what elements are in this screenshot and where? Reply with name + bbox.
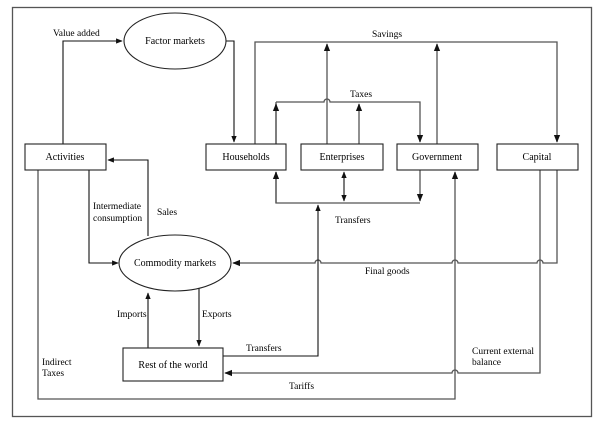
label-imports: Imports bbox=[117, 310, 147, 320]
enterprises-node[interactable] bbox=[300, 143, 384, 171]
label-sales: Sales bbox=[157, 208, 177, 218]
edge-factor-to-households bbox=[225, 40, 237, 143]
factor-markets-label: Factor markets bbox=[145, 36, 205, 47]
government-node[interactable] bbox=[396, 143, 479, 171]
edge-transfers-domestic bbox=[275, 172, 420, 204]
capital-node[interactable] bbox=[496, 143, 579, 171]
outer-frame bbox=[11, 6, 593, 418]
label-indirect-2: Taxes bbox=[42, 369, 64, 379]
households-label: Households bbox=[222, 152, 269, 163]
edge-value-added bbox=[62, 38, 123, 144]
label-transfers-row: Transfers bbox=[246, 343, 282, 354]
label-value-added: Value added bbox=[53, 29, 100, 39]
households-node[interactable] bbox=[205, 143, 287, 171]
label-current-2: balance bbox=[472, 358, 501, 368]
edge-capital-current-balance bbox=[224, 170, 541, 377]
edge-transfers-row bbox=[223, 204, 321, 357]
activities-node[interactable] bbox=[24, 143, 107, 171]
commodity-markets-node[interactable] bbox=[118, 234, 232, 292]
label-intermediate-2: consumption bbox=[93, 214, 142, 224]
label-savings: Savings bbox=[372, 30, 402, 40]
activities-label: Activities bbox=[46, 152, 85, 163]
government-label: Government bbox=[412, 152, 462, 163]
edge-indirect-taxes-tariffs bbox=[37, 170, 459, 400]
label-current-1: Current external bbox=[472, 347, 534, 357]
factor-markets-node[interactable] bbox=[123, 12, 227, 70]
edge-sales bbox=[107, 157, 149, 236]
rest-of-world-node[interactable] bbox=[122, 347, 224, 382]
label-taxes: Taxes bbox=[350, 90, 372, 100]
label-indirect-1: Indirect bbox=[42, 358, 72, 368]
capital-label: Capital bbox=[523, 152, 552, 163]
label-intermediate-1: Intermediate bbox=[93, 202, 141, 212]
edge-taxes bbox=[275, 98, 420, 144]
commodity-markets-label: Commodity markets bbox=[134, 258, 216, 269]
label-final-goods: Final goods bbox=[365, 267, 410, 277]
label-transfers-domestic: Transfers bbox=[335, 215, 371, 226]
edge-savings bbox=[254, 41, 561, 144]
edge-final-goods bbox=[232, 170, 558, 267]
enterprises-label: Enterprises bbox=[320, 152, 365, 163]
label-tariffs: Tariffs bbox=[289, 381, 314, 392]
label-exports: Exports bbox=[202, 310, 232, 320]
edge-intermediate bbox=[88, 170, 119, 266]
rest-of-world-label: Rest of the world bbox=[138, 360, 207, 371]
